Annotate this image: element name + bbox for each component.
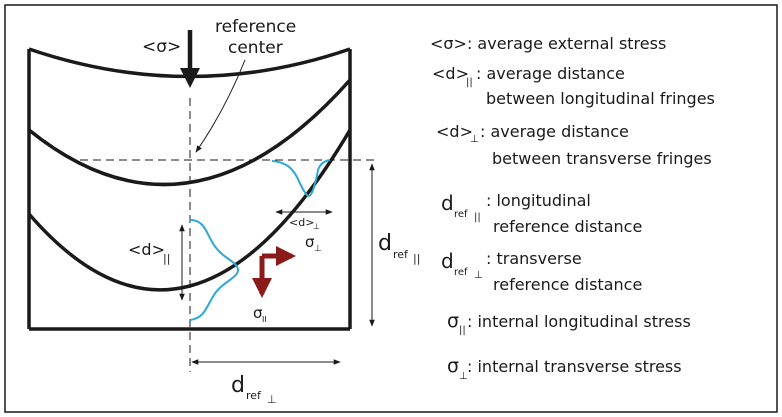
legend-d-perp-text2: between transverse fringes (492, 149, 712, 168)
load-arrow-head (180, 68, 200, 88)
d-parallel-sub: || (163, 252, 170, 265)
legend-sigma-par-symbol: σ (447, 310, 459, 332)
legend-d-par-sub: || (466, 77, 473, 88)
legend-sigma-perp-sub: ⊥ (459, 371, 468, 382)
d-perp-sub: ⊥ (313, 222, 320, 231)
sigma-perp-label: σ (305, 233, 315, 251)
legend: <σ>: average external stress <d> || : av… (430, 34, 715, 382)
longitudinal-fringe-profile (189, 219, 240, 321)
legend-d-perp-symbol: <d> (436, 122, 473, 141)
d-parallel-label: <d> (128, 240, 165, 259)
legend-dref-perp-text: : transverse (486, 249, 582, 268)
reference-label: reference (215, 17, 296, 37)
legend-sigma-avg: <σ>: average external stress (430, 34, 666, 53)
legend-d-par-text2: between longitudinal fringes (486, 89, 715, 108)
sigma-par-label: σ (253, 304, 263, 322)
dref-parallel-d: d (378, 231, 392, 256)
legend-d-par-text: : average distance (476, 64, 625, 83)
legend-dref-par-d: d (441, 191, 454, 215)
legend-dref-par-ref: ref (454, 209, 468, 220)
legend-sigma-par-sub: || (459, 325, 466, 336)
reference-center-pointer (195, 59, 246, 153)
legend-d-perp-sub: ⊥ (470, 134, 479, 145)
legend-sigma-perp-text: : internal transverse stress (467, 357, 682, 376)
legend-sigma-par-text: : internal longitudinal stress (467, 312, 691, 331)
legend-dref-par-text2: reference distance (493, 217, 642, 236)
transverse-fringe-profile (271, 159, 331, 198)
sigma-par-sub: II (262, 315, 267, 324)
dref-perp-d: d (231, 373, 245, 398)
sigma-avg-label: <σ> (142, 37, 181, 57)
legend-dref-par-sub: || (474, 212, 481, 223)
d-perp-label: <d> (289, 216, 314, 229)
legend-d-par-symbol: <d> (432, 64, 469, 83)
legend-dref-perp-text2: reference distance (493, 275, 642, 294)
legend-dref-perp-ref: ref (454, 267, 468, 278)
dref-perp-sub: ⊥ (267, 393, 277, 406)
dref-perp-ref: ref (246, 389, 262, 402)
center-label: center (228, 38, 283, 58)
figure-frame (4, 4, 778, 413)
legend-dref-perp-d: d (441, 249, 454, 273)
legend-dref-perp-sub: ⊥ (474, 270, 483, 281)
legend-d-perp-text: : average distance (480, 122, 629, 141)
legend-dref-par-text: : longitudinal (486, 191, 591, 210)
dref-parallel-sub: || (413, 252, 420, 265)
sigma-perp-sub: ⊥ (314, 244, 322, 254)
dref-parallel-ref: ref (393, 248, 409, 261)
legend-sigma-perp-symbol: σ (447, 355, 459, 377)
